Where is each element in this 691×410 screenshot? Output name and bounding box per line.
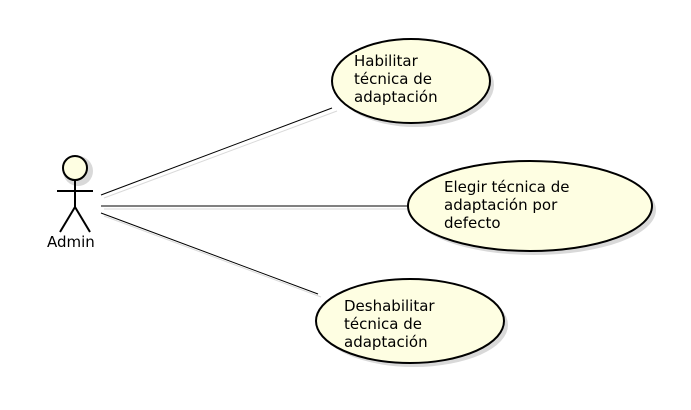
use-case-1-line-2: técnica de — [354, 70, 432, 88]
use-case-2-line-1: Elegir técnica de — [444, 178, 570, 196]
actor-right-leg — [74, 206, 91, 233]
use-case-label-1: Habilitar técnica de adaptación — [354, 52, 438, 106]
association-shadow-1 — [103, 110, 338, 199]
use-case-ellipse-2[interactable] — [407, 160, 653, 252]
actor-head — [62, 155, 88, 181]
use-case-ellipse-3[interactable] — [315, 278, 505, 364]
association-shadow-3 — [103, 215, 322, 298]
use-case-3-line-1: Deshabilitar — [344, 297, 435, 315]
use-case-label-2: Elegir técnica de adaptación por defecto — [444, 178, 570, 232]
use-case-1-line-1: Habilitar — [354, 52, 418, 70]
use-case-label-3: Deshabilitar técnica de adaptación — [344, 297, 435, 351]
actor-left-leg — [59, 206, 76, 233]
association-shadows — [103, 110, 413, 298]
use-case-2-line-3: defecto — [444, 214, 501, 232]
actor-name: Admin — [47, 233, 95, 251]
use-cases — [315, 38, 653, 364]
associations — [100, 107, 410, 295]
association-admin-uc1[interactable] — [100, 107, 333, 196]
use-case-2-line-2: adaptación por — [444, 196, 558, 214]
use-case-ellipse-1[interactable] — [331, 38, 491, 124]
stick-figure-icon[interactable] — [57, 155, 93, 233]
use-case-3-line-2: técnica de — [344, 315, 422, 333]
association-admin-uc3[interactable] — [100, 212, 319, 295]
use-case-1-line-3: adaptación — [354, 88, 438, 106]
use-case-3-line-3: adaptación — [344, 333, 428, 351]
